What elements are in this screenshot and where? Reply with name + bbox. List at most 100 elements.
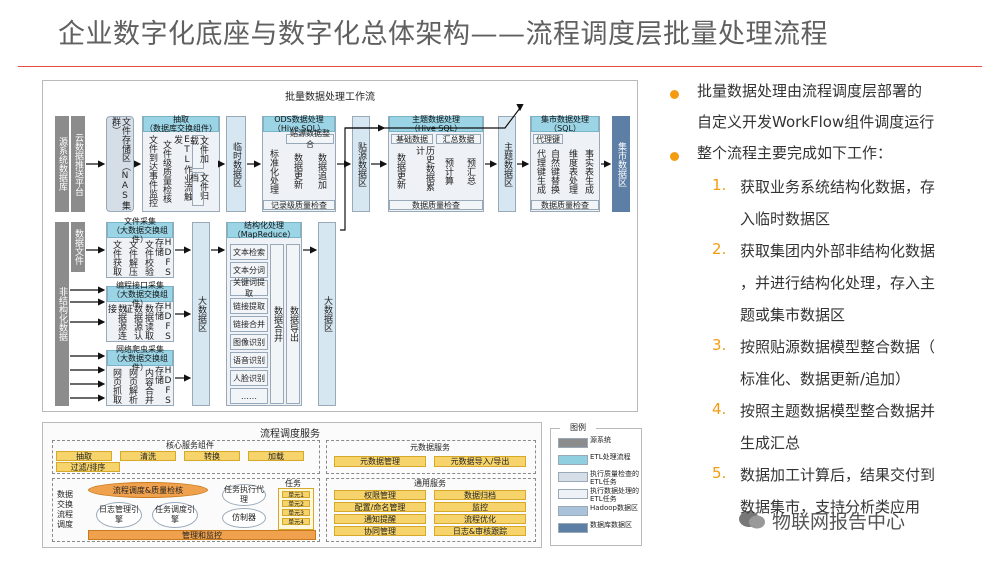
core-components-box — [52, 440, 320, 474]
common-item: 配置/命名管理 — [334, 502, 426, 512]
topic-col-4: 预汇总 — [465, 157, 475, 185]
bullet-line: 整个流程主要完成如下工作： — [697, 144, 893, 162]
common-item: 流程优化 — [434, 514, 526, 524]
structure-item: 文本检索 — [230, 244, 268, 260]
step-line: 生成汇总 — [740, 434, 801, 452]
topic-col-2: 历史数据累计 — [414, 146, 434, 191]
core-item: 抽取 — [56, 451, 112, 461]
step-number: 5. — [712, 464, 727, 482]
title-divider — [18, 66, 982, 67]
core-item: 清洗 — [120, 451, 176, 461]
task-item: 单元4 — [282, 518, 310, 526]
legend-swatch — [558, 489, 588, 499]
structure-item: 图像识别 — [230, 334, 268, 350]
file-collect-col-4: HDFS存储 — [153, 238, 173, 278]
web-collect-col-3: 内容合并 — [143, 368, 153, 404]
metadata-item: 元数据管理 — [334, 456, 426, 467]
extract-col-2: 文件级质量检核 — [161, 139, 171, 203]
mart-col-2: 自然键替换 — [549, 148, 559, 194]
structure-merge: 数据合并 — [270, 244, 284, 404]
legend-swatch — [558, 455, 588, 465]
mart-data-zone: 集市数据区 — [612, 116, 630, 212]
extract-header: 抽取 （数据库交换组件） — [143, 115, 219, 133]
common-item: 通知提醒 — [334, 514, 426, 524]
metadata-service-box — [326, 440, 536, 474]
big-data-zone-1: 大数据区 — [192, 222, 210, 406]
common-service-box — [326, 478, 536, 542]
step-number: 3. — [712, 336, 727, 354]
legend-label: 执行数据处理的ETL任务 — [590, 487, 639, 503]
file-storage-zone: 文件存储区（NAS集群） — [106, 116, 134, 212]
legend-label: 数据库数据区 — [590, 521, 632, 529]
file-collect-header: 文件采集 （大数据交换组件） — [107, 217, 173, 244]
extract-col-3: ETL作业流触发 — [172, 135, 192, 201]
ods-col-1: 标准化处理 — [268, 148, 278, 194]
mart-group — [530, 116, 600, 212]
task-item: 单元2 — [282, 500, 310, 508]
core-item: 加载 — [248, 451, 304, 461]
structure-item: 人脸识别 — [230, 370, 268, 386]
structure-header: 结构化处理 （MapReduce） — [227, 221, 301, 239]
ods-qc: 记录级质量检查 — [263, 200, 335, 210]
task-item: 单元1 — [282, 491, 310, 499]
batch-workflow-title: 批量数据处理工作流 — [285, 91, 375, 103]
ods-group — [262, 116, 336, 212]
legend-swatch — [558, 438, 588, 448]
topic-col-3: 预计算 — [443, 157, 453, 185]
api-collect-col-3: 数据读取 — [143, 304, 153, 340]
legend-title: 图例 — [560, 422, 596, 432]
mart-col-4: 事实表生成 — [583, 148, 593, 194]
step-number: 2. — [712, 240, 727, 258]
step-number: 1. — [712, 176, 727, 194]
flow-arrows — [70, 104, 612, 402]
mart-col-1: 代理键生成 — [535, 148, 545, 194]
step-line: 数据集市，支持分析类应用 — [740, 498, 921, 516]
common-service-title: 通用服务 — [414, 478, 446, 488]
web-collect-header: 网络爬虫采集 （大数据交换组件） — [107, 345, 173, 372]
step-number: 4. — [712, 400, 727, 418]
structure-item: 语音识别 — [230, 352, 268, 368]
metadata-service-title: 元数据服务 — [410, 442, 450, 452]
unstructured-data: 非结构化数据 — [55, 222, 69, 406]
watermark: 物联网报告中心 — [738, 505, 905, 535]
ods-col-3: 数据追加 — [316, 153, 326, 189]
legend-label: 执行质量检查的ETL任务 — [590, 470, 639, 486]
structure-item: 链接合并 — [230, 316, 268, 332]
structure-item: 关键词提取 — [230, 278, 268, 298]
legend-label: 源系统 — [590, 436, 611, 444]
task-scheduling-engine: 任务调度引擎 — [152, 502, 198, 528]
step-line: 标准化、数据更新/追加） — [740, 370, 911, 388]
step-line: 入临时数据区 — [740, 210, 831, 228]
temp-data-zone: 临时数据区 — [226, 116, 246, 212]
legend-swatch — [558, 523, 588, 533]
mart-header: 集市数据处理 （SQL） — [531, 115, 599, 133]
bullet-line: 自定义开发WorkFlow组件调度运行 — [697, 113, 935, 131]
core-item: 转换 — [184, 451, 240, 461]
api-collect-col-2: 数据源认证 — [122, 304, 142, 340]
page-title: 企业数字化底座与数字化总体架构——流程调度层批量处理流程 — [58, 19, 828, 50]
step-line: 按照主题数据模型整合数据并 — [740, 402, 936, 420]
structure-item: …… — [230, 388, 268, 404]
mart-col-3: 维度表处理 — [567, 148, 577, 194]
bullet-dot — [670, 90, 679, 99]
flow-qc-cylinder: 流程调度&质量检核 — [88, 482, 208, 498]
web-collect-col-2: 网页解析 — [127, 368, 137, 404]
legend-label: ETL处理流程 — [590, 453, 631, 461]
mart-qc: 数据质量检查 — [531, 200, 599, 210]
source-system-db: 源系统数据库 — [55, 116, 69, 212]
topic-group — [388, 116, 484, 212]
scheduling-title: 流程调度服务 — [260, 428, 320, 440]
topic-qc: 数据质量检查 — [389, 200, 483, 210]
topic-sub-1: 基础数据 — [391, 134, 433, 144]
extract-col-1: 文件到达事件监控 — [147, 135, 157, 207]
metadata-item: 元数据导入/导出 — [434, 456, 526, 467]
legend-swatch — [558, 506, 588, 516]
step-line: 获取集团内外部非结构化数据 — [740, 242, 936, 260]
topic-sub-2: 汇总数据 — [436, 134, 481, 144]
file-collect-col-1: 文件获取 — [111, 240, 121, 276]
source-data-zone: 贴源数据区 — [352, 116, 370, 212]
topic-data-zone: 主题数据区 — [498, 116, 516, 212]
task-item: 单元3 — [282, 509, 310, 517]
cloud-push-platform: 云数据推送平台 — [71, 116, 85, 212]
core-components-title: 核心服务组件 — [166, 440, 214, 450]
